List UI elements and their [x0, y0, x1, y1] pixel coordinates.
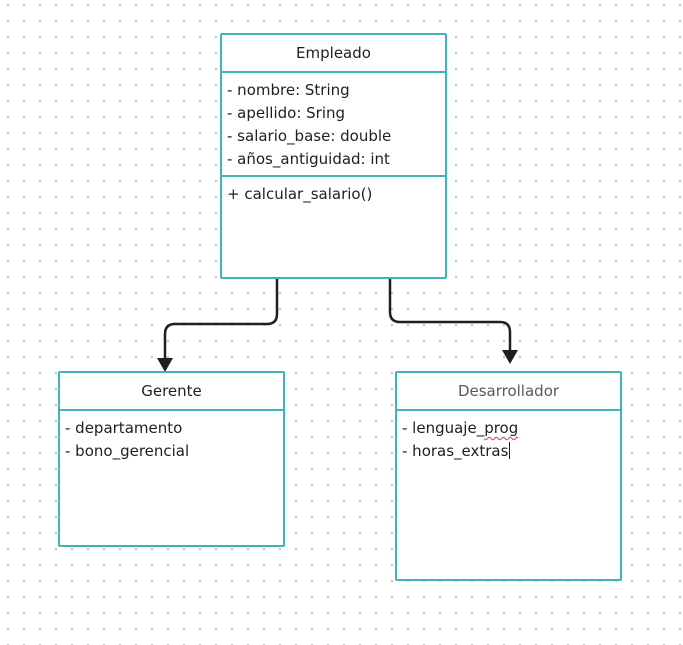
attributes-section-gerente[interactable]: - departamento - bono_gerencial — [60, 409, 283, 463]
attributes-section-desarrollador[interactable]: - lenguaje_prog - horas_extras — [397, 409, 620, 463]
connector-empleado-gerente[interactable] — [163, 279, 279, 360]
class-name-empleado[interactable]: Empleado — [296, 44, 371, 62]
attribute-anos-antiguidad[interactable]: - años_antiguidad: int — [227, 150, 390, 168]
class-box-desarrollador[interactable]: Desarrollador - lenguaje_prog - horas_ex… — [395, 371, 622, 581]
class-box-empleado[interactable]: Empleado - nombre: String - apellido: Sr… — [220, 33, 447, 279]
class-name-gerente[interactable]: Gerente — [141, 382, 202, 400]
text-cursor — [509, 442, 511, 459]
methods-section-empleado[interactable]: + calcular_salario() — [222, 175, 445, 206]
attribute-apellido[interactable]: - apellido: Sring — [227, 104, 346, 122]
class-box-gerente[interactable]: Gerente - departamento - bono_gerencial — [58, 371, 285, 547]
attribute-horas-extras[interactable]: - horas_extras — [402, 440, 615, 463]
arrowhead-desarrollador — [502, 350, 518, 364]
connector-empleado-desarrollador[interactable] — [388, 279, 512, 352]
method-calcular-salario[interactable]: + calcular_salario() — [227, 185, 373, 203]
attribute-departamento[interactable]: - departamento — [65, 419, 183, 437]
spellcheck-underlined-word: prog — [484, 419, 519, 437]
attribute-nombre[interactable]: - nombre: String — [227, 81, 350, 99]
arrowhead-gerente — [157, 358, 173, 372]
attribute-lenguaje-prog[interactable]: - lenguaje_prog — [402, 417, 615, 440]
attribute-lenguaje-prefix: - lenguaje_ — [402, 419, 485, 437]
class-name-desarrollador[interactable]: Desarrollador — [457, 382, 560, 400]
attribute-horas-extras-text: - horas_extras — [402, 442, 509, 460]
attribute-bono-gerencial[interactable]: - bono_gerencial — [65, 442, 190, 460]
attribute-salario-base[interactable]: - salario_base: double — [227, 127, 392, 145]
attributes-section-empleado[interactable]: - nombre: String - apellido: Sring - sal… — [222, 71, 445, 175]
